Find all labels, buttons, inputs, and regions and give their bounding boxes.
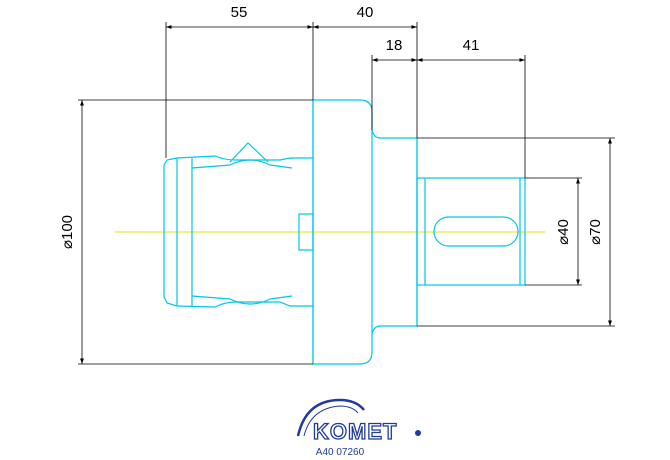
komet-logo: KOMET A40 07260 [296,398,421,458]
part-outline [163,99,526,365]
logo-arc-icon [296,398,365,437]
logo-brand-text: KOMET [313,419,397,444]
part-code: A40 07260 [316,447,365,458]
keyway-slot [433,216,519,247]
dim-label-dia40: ⌀40 [555,219,572,245]
extension-lines [78,22,615,365]
dim-label-40: 40 [357,4,374,21]
dim-label-dia70: ⌀70 [587,219,604,245]
right-shaft [416,177,526,286]
dimension-lines [80,25,612,364]
logo-registered-icon [415,430,421,436]
dim-label-55: 55 [231,4,248,21]
top-notch [229,142,269,163]
dim-label-18: 18 [386,37,403,54]
dim-label-41: 41 [463,37,480,54]
dim-label-dia100: ⌀100 [59,215,76,249]
left-section [163,157,178,307]
flange [312,99,373,365]
